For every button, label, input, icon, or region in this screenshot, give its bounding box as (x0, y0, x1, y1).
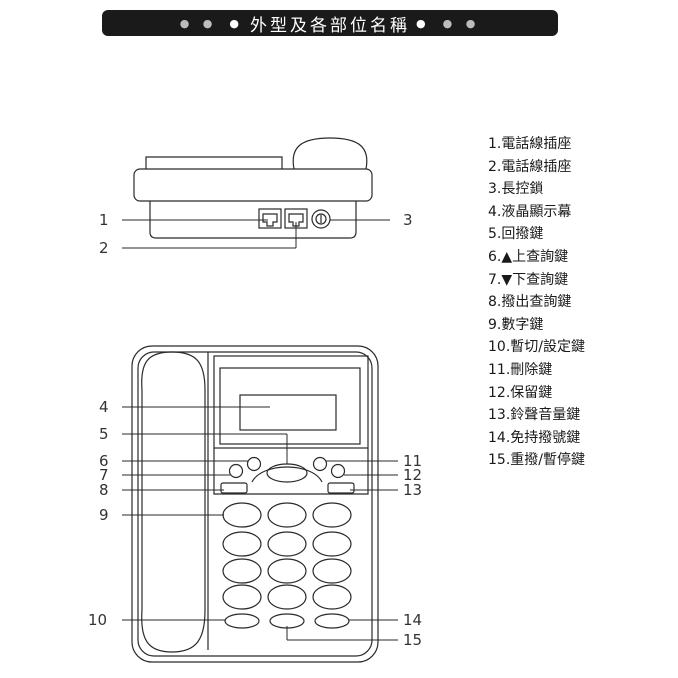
callout-2: 2 (99, 239, 109, 257)
callout-1: 1 (99, 211, 109, 229)
callout-8: 8 (99, 481, 109, 499)
long-lock-icon (311, 209, 331, 229)
legend-item: 14.免持撥號鍵 (488, 429, 581, 446)
handsfree-button (314, 613, 350, 629)
rear-view (133, 137, 373, 239)
callout-12: 12 (403, 466, 422, 484)
phone-jack-1-icon (258, 208, 282, 229)
callout-3: 3 (403, 211, 413, 229)
number-keypad (222, 502, 352, 610)
callout-14: 14 (403, 611, 422, 629)
legend-item: 12.保留鍵 (488, 384, 553, 401)
legend-item: 6.▲上查詢鍵 (488, 248, 569, 265)
down-query-button (228, 463, 244, 479)
leader-lines (122, 219, 398, 641)
callout-11: 11 (403, 452, 422, 470)
up-query-button (246, 456, 262, 472)
lcd-screen (239, 394, 337, 431)
parts-legend: 1.電話線插座 2.電話線插座 3.長控鎖 4.液晶顯示幕 5.回撥鍵 6.▲上… (488, 133, 585, 472)
redial-pause-button (269, 613, 305, 629)
legend-item: 4.液晶顯示幕 (488, 203, 572, 220)
banner-dots-right: ● ● (442, 16, 481, 30)
banner-dot-right: ● (416, 16, 431, 30)
legend-item: 9.數字鍵 (488, 316, 544, 333)
flash-set-button (224, 613, 260, 629)
display-housing (213, 355, 369, 449)
callout-4: 4 (99, 398, 109, 416)
legend-item: 8.撥出查詢鍵 (488, 294, 572, 311)
handset-outline (141, 351, 206, 653)
banner-title: 外型及各部位名稱 (250, 15, 410, 36)
legend-item: 7.▼下查詢鍵 (488, 271, 569, 288)
delete-button (312, 456, 328, 472)
legend-item: 2.電話線插座 (488, 158, 572, 175)
ringer-volume-button (327, 482, 355, 494)
legend-item: 13.鈴聲音量鍵 (488, 407, 581, 424)
callout-15: 15 (403, 631, 422, 649)
legend-item: 1.電話線插座 (488, 136, 572, 152)
banner-dot-left: ● (229, 16, 244, 30)
section-title-banner: ● ● ● 外型及各部位名稱 ● ● ● (102, 10, 558, 36)
callout-10: 10 (88, 611, 107, 629)
legend-item: 5.回撥鍵 (488, 226, 544, 243)
callout-9: 9 (99, 506, 109, 524)
legend-item: 11.刪除鍵 (488, 361, 553, 378)
outgoing-query-button (220, 482, 248, 494)
banner-dots-left: ● ● (179, 16, 218, 30)
legend-item: 15.重撥/暫停鍵 (488, 452, 585, 469)
callout-13: 13 (403, 481, 422, 499)
callout-5: 5 (99, 425, 109, 443)
callout-7: 7 (99, 466, 109, 484)
legend-item: 3.長控鎖 (488, 181, 544, 198)
front-view (131, 345, 379, 663)
hold-button (330, 463, 346, 479)
callout-6: 6 (99, 452, 109, 470)
legend-item: 10.暫切/設定鍵 (488, 339, 585, 356)
callout-labels: 1 2 3 4 5 6 7 8 9 10 11 12 13 14 15 (88, 211, 422, 649)
